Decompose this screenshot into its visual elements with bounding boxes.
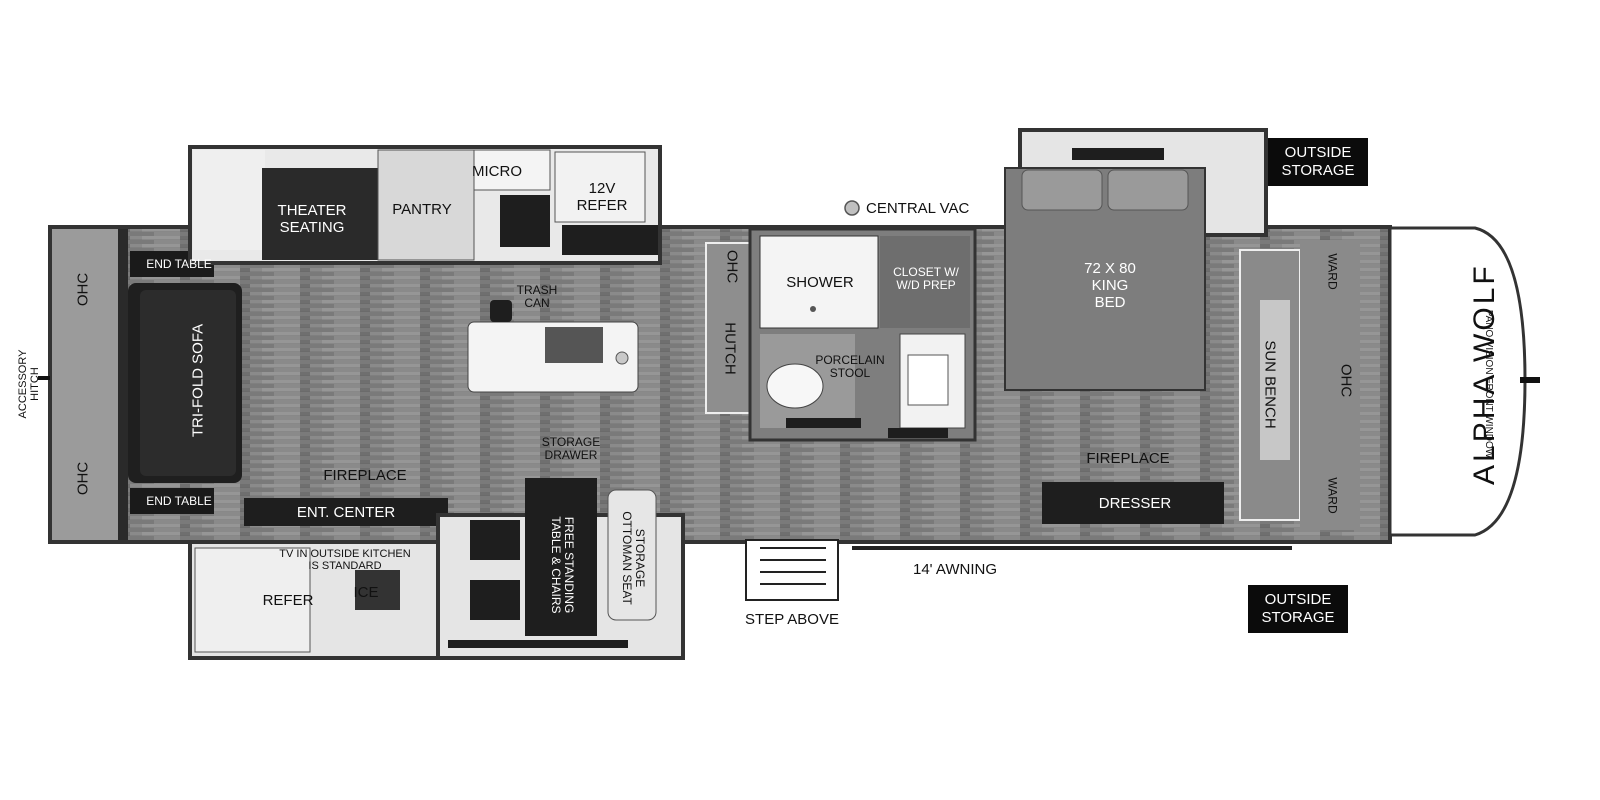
ice-label: ICE [353, 584, 379, 601]
ohc-hutch-label: OHC [723, 249, 741, 284]
theater-seating-label: THEATER SEATING [277, 202, 347, 236]
accessory-hitch-label: ACCESSORY HITCH [17, 349, 41, 419]
free-standing-table-label: FREE STANDING TABLE & CHAIRS [549, 516, 576, 614]
dresser-label: DRESSER [1098, 495, 1172, 512]
12v-refer-label: 12V REFER [576, 180, 628, 214]
bathroom [748, 227, 977, 442]
pano-window-label: PANO-VISION FRONT WINDOW [1483, 309, 1494, 459]
tri-fold-sofa-label: TRI-FOLD SOFA [189, 323, 207, 438]
hutch-label: HUTCH [721, 322, 739, 375]
ohc-bottom-left-label: OHC [74, 461, 92, 496]
rear-wall [52, 229, 128, 540]
hutch [705, 242, 751, 414]
fireplace-right-label: FIREPLACE [1086, 450, 1170, 467]
storage-drawer-label: STORAGE DRAWER [541, 435, 601, 462]
porcelain-stool-label: PORCELAIN STOOL [815, 353, 885, 380]
dinette-slide [436, 478, 685, 660]
refer-label: REFER [262, 592, 314, 609]
front-cap [1239, 226, 1540, 537]
ward-bottom-label: WARD [1325, 477, 1340, 514]
awning-label: 14' AWNING [913, 561, 997, 578]
end-table-top-label: END TABLE [146, 257, 212, 271]
trash-can-label: TRASH CAN [516, 283, 558, 310]
ent-center-unit [244, 498, 448, 526]
dresser-unit [1042, 482, 1224, 524]
sun-bench-label: SUN BENCH [1261, 340, 1279, 429]
micro-label: MICRO [472, 163, 522, 180]
pantry-label: PANTRY [392, 201, 452, 218]
king-bed-label: 72 X 80 KING BED [1084, 260, 1136, 311]
outside-storage-bottom-badge: OUTSIDE STORAGE [1248, 585, 1348, 633]
central-vac-label: CENTRAL VAC [866, 200, 970, 217]
ent-center-label: ENT. CENTER [296, 504, 396, 521]
ohc-front-label: OHC [1337, 363, 1355, 398]
closet-label: CLOSET W/ W/D PREP [893, 265, 959, 292]
slide-out-top-left [188, 145, 662, 265]
fireplace-left-label: FIREPLACE [323, 467, 407, 484]
ohc-top-left-label: OHC [74, 272, 92, 307]
outside-storage-top-badge: OUTSIDE STORAGE [1268, 138, 1368, 186]
kitchen-island [467, 300, 639, 393]
tv-outside-kitchen-label: TV IN OUTSIDE KITCHEN IS STANDARD [279, 548, 411, 572]
end-table-bottom-label: END TABLE [146, 494, 212, 508]
ward-top-label: WARD [1325, 253, 1340, 290]
shower-label: SHOWER [786, 274, 854, 291]
tri-fold-sofa [128, 251, 242, 514]
bedroom-slide-out [1004, 128, 1268, 391]
entry-steps [745, 539, 839, 601]
storage-ottoman-label: STORAGE OTTOMAN SEAT [620, 511, 647, 605]
step-above-label: STEP ABOVE [745, 611, 839, 628]
